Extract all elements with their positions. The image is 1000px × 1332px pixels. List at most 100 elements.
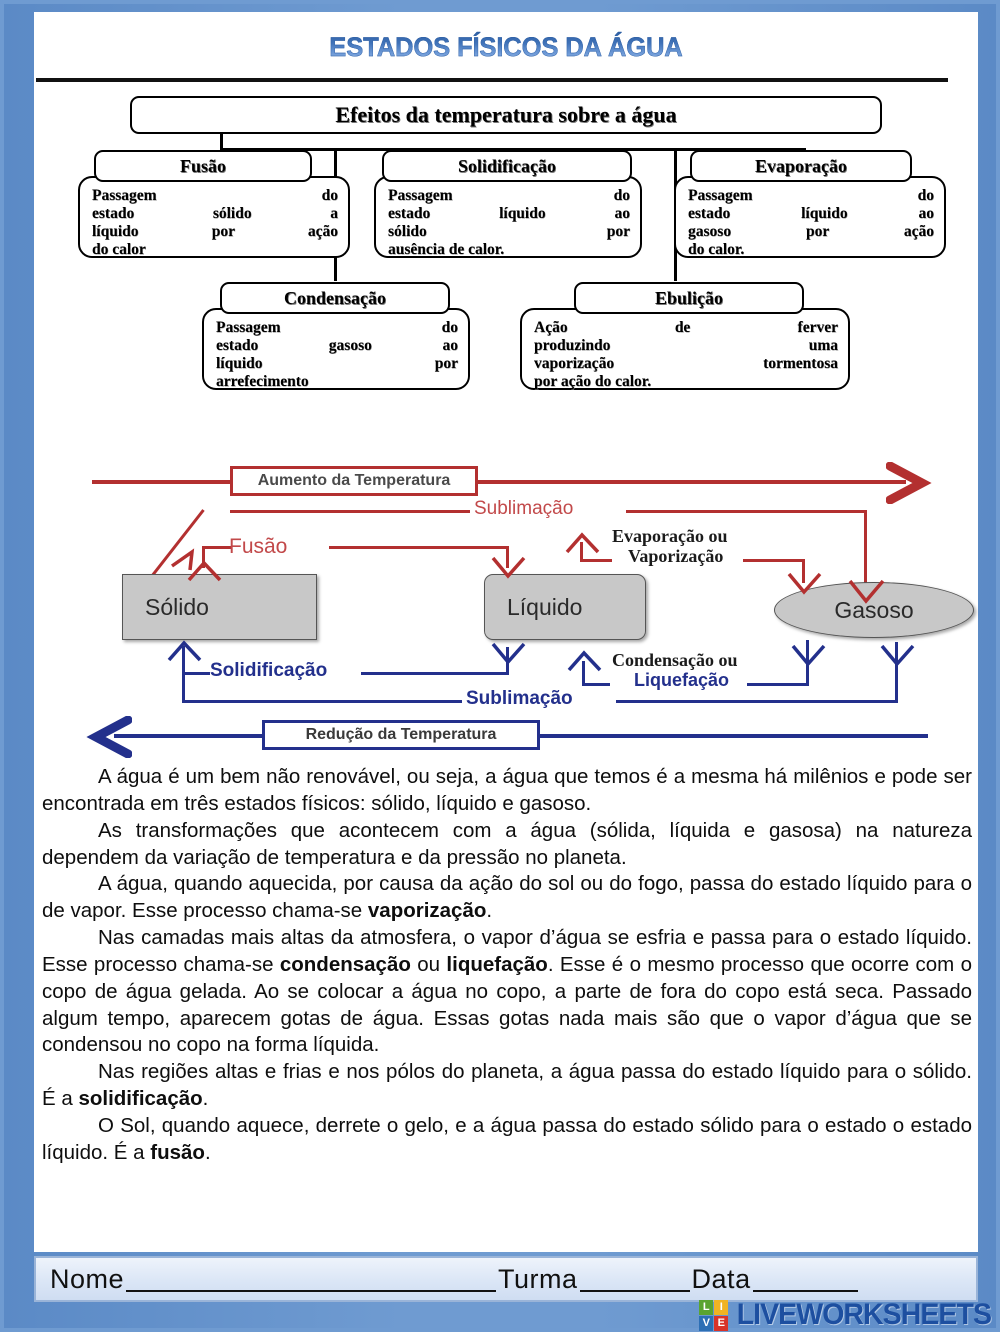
worksheet-sheet: ESTADOS FÍSICOS DA ÁGUA Efeitos da tempe… [34,12,978,1252]
liveworksheets-logo[interactable]: L I V E LIVEWORKSHEETS [699,1298,998,1332]
evaporation-arrowhead-liquid [565,532,600,554]
solidification-line [361,672,509,675]
evaporation-arrowhead-gas [787,572,822,595]
fusion-line-start [202,546,232,549]
fusion-arrowhead-liquid [491,556,526,579]
concept-line: ausência de calor. [388,240,505,258]
concept-line: do calor [92,240,146,258]
state-label-liquid: Líquido [507,593,583,620]
condensation-arrowhead-liquid [567,650,602,672]
fusion-drop-left [202,546,205,568]
concept-node-body-solidificacao: Passagem do estado líquido ao sólido por… [374,176,642,258]
concept-line: estado líquido ao [388,204,630,222]
nome-input[interactable] [126,1266,497,1292]
condensation-label-line1: Condensação ou [612,650,738,670]
fusion-arrowhead-solid [187,560,222,582]
concept-line: por ação do calor. [534,372,652,390]
concept-map-root: Efeitos da temperatura sobre a água [130,96,882,134]
liveworksheets-logo-tiles: L I V E [699,1299,729,1331]
fusion-drop-right [506,546,509,568]
paragraph-1: A água é um bem não renovável, ou seja, … [42,765,972,815]
concept-line: líquido por [216,354,458,372]
solidification-arrowhead-solid [167,640,202,662]
condensation-label-line2: Liquefação [634,670,730,690]
sublimation-down-label: Sublimação [466,688,573,709]
sublimation-down-line-left [182,700,462,703]
paragraph-3: A água, quando aquecida, por causa da aç… [42,871,972,925]
term-solidificacao: solidificação [78,1087,203,1111]
data-input[interactable] [752,1266,858,1292]
turma-input[interactable] [579,1266,690,1292]
evaporation-drop-left [580,542,583,562]
state-label-solid: Sólido [145,593,209,620]
sublimation-down-line-right [616,700,898,703]
concept-line: arrefecimento [216,372,309,390]
paragraph-4: Nas camadas mais altas da atmosfera, o v… [42,925,972,1059]
condensation-line-left [582,683,610,686]
paragraph-6: O Sol, quando aquece, derrete o gelo, e … [42,1113,972,1167]
concept-line: vaporização tormentosa [534,354,838,372]
turma-label: Turma [498,1263,578,1294]
logo-tile-l: L [699,1299,714,1315]
cooling-banner: Redução da Temperatura [262,720,540,750]
paragraph-4-part-e: . Esse é o mesmo processo que ocorre com… [42,952,972,1057]
concept-line: do calor. [688,240,745,258]
concept-line: Passagem do [92,187,338,204]
sublimation-up-arrowhead [848,579,885,604]
concept-node-title-evaporacao: Evaporação [690,150,912,182]
term-fusao: fusão [150,1140,205,1164]
logo-tile-e: E [714,1315,729,1331]
paragraph-5-part-a: Nas regiões altas e frias e nos pólos do… [42,1060,972,1111]
concept-line: estado sólido a [92,204,338,222]
sublimation-diagonal-arrowhead [170,548,195,571]
student-info-bar: Nome Turma Data [34,1256,978,1302]
concept-node-body-fusao: Passagem do estado sólido a líquido por … [78,176,350,258]
evaporation-line [743,559,805,562]
evaporation-label-line2: Vaporização [628,546,724,566]
concept-line: estado gasoso ao [216,336,458,354]
evaporation-drop-right [802,559,805,583]
heating-arrow-line-left [92,480,232,484]
solidification-line-left [182,672,210,675]
paragraph-6-part-a: O Sol, quando aquece, derrete o gelo, e … [42,1113,972,1164]
concept-line: produzindo uma [534,336,838,354]
paragraph-2: As transformações que acontecem com a ág… [42,818,972,869]
connector-root-horizontal [220,148,806,151]
paragraph-3-part-a: A água, quando aquecida, por causa da aç… [42,872,972,923]
condensation-arrowhead-gas [791,644,826,667]
concept-line: gasoso por ação [688,222,934,240]
concept-node-body-evaporacao: Passagem do estado líquido ao gasoso por… [674,176,946,258]
concept-node-title-solidificacao: Solidificação [382,150,632,182]
sublimation-up-line [230,510,470,513]
heating-arrowhead [886,462,932,504]
concept-node-title-ebulicao: Ebulição [574,282,804,314]
sublimation-up-line-right [626,510,866,513]
paragraph-5-part-c: . [202,1087,209,1111]
connector-root-vertical [220,134,223,150]
evaporation-line-left [580,559,612,562]
concept-line: Passagem do [688,187,934,204]
concept-node-title-fusao: Fusão [94,150,312,182]
evaporation-label-line1: Evaporação ou [612,526,728,546]
concept-line: sólido por [388,222,630,240]
concept-line: líquido por ação [92,222,338,240]
paragraph-5: Nas regiões altas e frias e nos pólos do… [42,1059,972,1113]
concept-map: Efeitos da temperatura sobre a água Fusã… [34,88,978,408]
condensation-drop-left [582,661,585,685]
cooling-arrow-line-left [114,734,264,738]
page-title-wrapper: ESTADOS FÍSICOS DA ÁGUA [34,32,978,63]
concept-line: estado líquido ao [688,204,934,222]
paragraph-4-part-c: ou [410,952,447,976]
heating-arrow-line-right [476,480,906,484]
fusion-label: Fusão [229,535,288,558]
condensation-line [747,683,809,686]
nome-label: Nome [50,1263,125,1294]
concept-node-title-condensacao: Condensação [220,282,450,314]
fusion-line [329,546,509,549]
sublimation-down-arrowhead-gas [880,644,915,667]
cooling-arrow-line-right [536,734,928,738]
solidification-arrowhead-liquid [491,642,526,665]
article-text: A água é um bem não renovável, ou seja, … [42,764,972,1167]
sublimation-up-label: Sublimação [474,498,574,519]
